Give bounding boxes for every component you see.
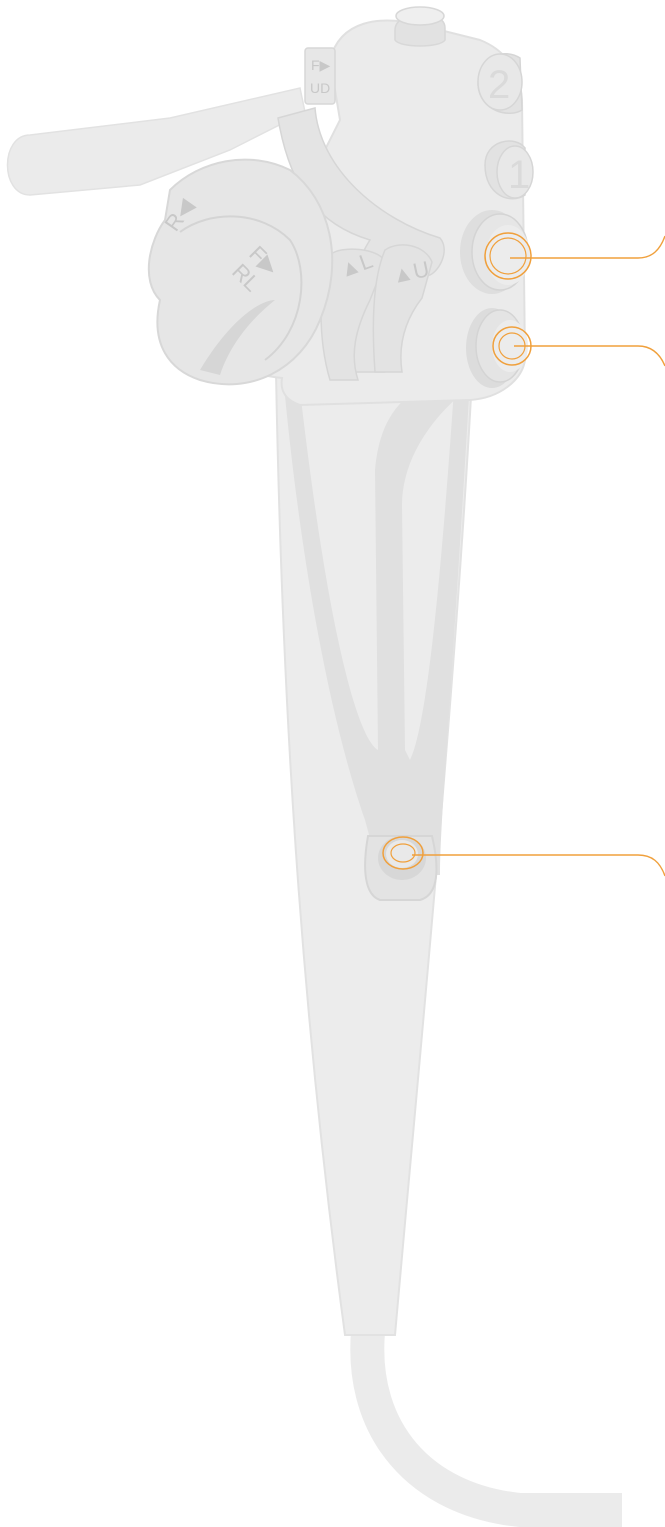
button-2-label: 2 — [488, 63, 510, 107]
fud-lock-tab — [304, 47, 336, 105]
callout-line-upper — [510, 235, 665, 259]
rl-knob-rim — [179, 215, 303, 361]
button-1-label: 1 — [508, 153, 530, 197]
callout-line-port — [412, 854, 665, 877]
highlight-channel-port[interactable] — [382, 836, 665, 877]
fud-f-label: F▶ — [311, 57, 331, 73]
button-2: 2 — [477, 53, 523, 114]
fud-ud-label: UD — [310, 80, 330, 96]
ring-icon — [390, 843, 416, 863]
callout-line-lower — [514, 345, 665, 367]
button-1: 1 — [484, 140, 534, 200]
highlight-lower-valve[interactable] — [492, 326, 665, 367]
highlight-upper-valve[interactable] — [484, 232, 665, 280]
u-lever — [372, 244, 433, 373]
rl-knob-blade — [200, 300, 275, 375]
lower-valve — [466, 308, 528, 388]
ring-icon — [484, 232, 532, 280]
ring-icon — [489, 237, 527, 275]
rl-knob — [147, 158, 334, 386]
top-cap-face — [395, 6, 445, 26]
universal-cable — [350, 1330, 622, 1527]
shaft-channel — [283, 375, 470, 875]
ring-icon — [382, 836, 424, 870]
